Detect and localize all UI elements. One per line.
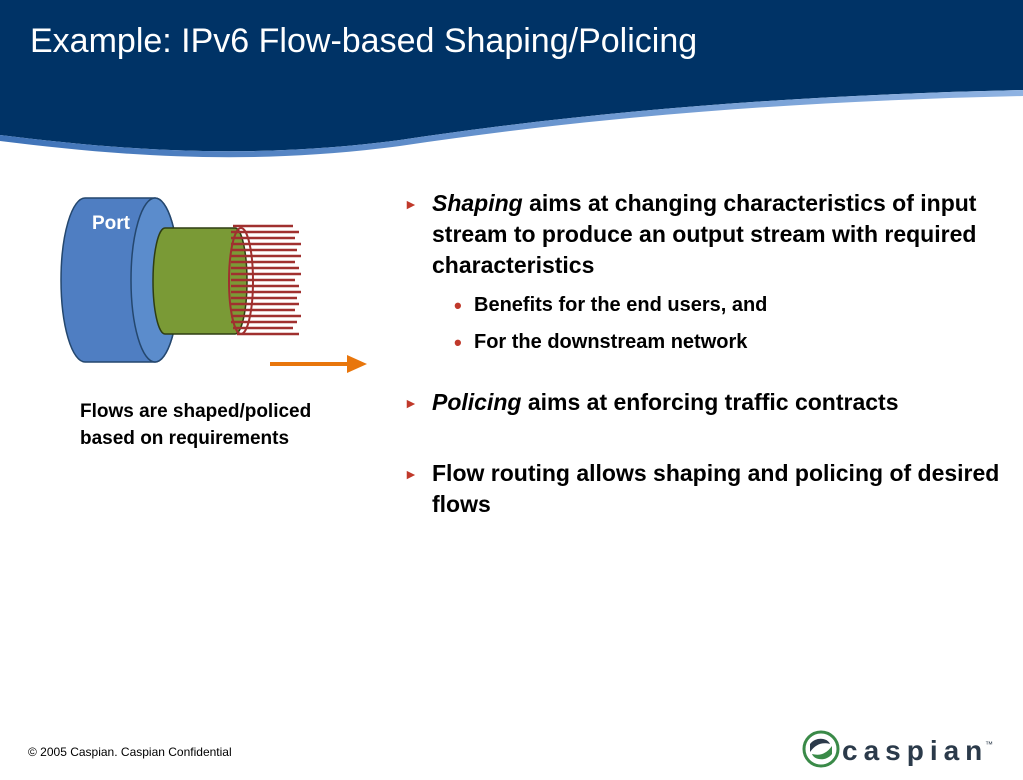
copyright-footer: © 2005 Caspian. Caspian Confidential <box>28 745 232 759</box>
bullet-arrow-icon: ► <box>404 466 418 482</box>
title-banner <box>0 0 1023 158</box>
sub-bullet-item: • Benefits for the end users, and <box>432 287 1000 324</box>
sub-bullet-text: Benefits for the end users, and <box>474 294 768 316</box>
bullet-policing: ► Policing aims at enforcing traffic con… <box>400 387 1000 418</box>
diagram-caption: Flows are shaped/policed based on requir… <box>80 401 312 449</box>
bullet-shaping: ► Shaping aims at changing characteristi… <box>400 188 1000 361</box>
sub-bullet-list: • Benefits for the end users, and • For th… <box>432 287 1000 361</box>
bullet-lead: Policing <box>432 389 522 415</box>
bullet-lead: Shaping <box>432 190 523 216</box>
bullet-flow-routing: ► Flow routing allows shaping and polici… <box>400 458 1000 520</box>
bullet-arrow-icon: ► <box>404 395 418 411</box>
flow-lines <box>231 224 301 336</box>
bullet-text: aims at changing characteristics of inpu… <box>432 190 977 278</box>
bullet-arrow-icon: ► <box>404 196 418 212</box>
sub-bullet-item: • For the downstream network <box>432 324 1000 361</box>
bullet-dot-icon: • <box>454 330 462 355</box>
trademark-mark: ™ <box>985 740 993 749</box>
port-label: Port <box>92 213 130 234</box>
logo-wordmark: caspian <box>842 735 989 766</box>
bullet-text: aims at enforcing traffic contracts <box>521 389 899 415</box>
caspian-logo-icon <box>802 730 840 768</box>
slide-title: Example: IPv6 Flow-based Shaping/Policin… <box>30 22 698 60</box>
bullet-list: ► Shaping aims at changing characteristi… <box>400 188 1000 520</box>
bullet-text: Flow routing allows shaping and policing… <box>432 460 1000 517</box>
bullet-dot-icon: • <box>454 293 462 318</box>
direction-arrow <box>270 355 367 373</box>
port-diagram <box>60 197 367 373</box>
sub-bullet-text: For the downstream network <box>474 331 748 353</box>
